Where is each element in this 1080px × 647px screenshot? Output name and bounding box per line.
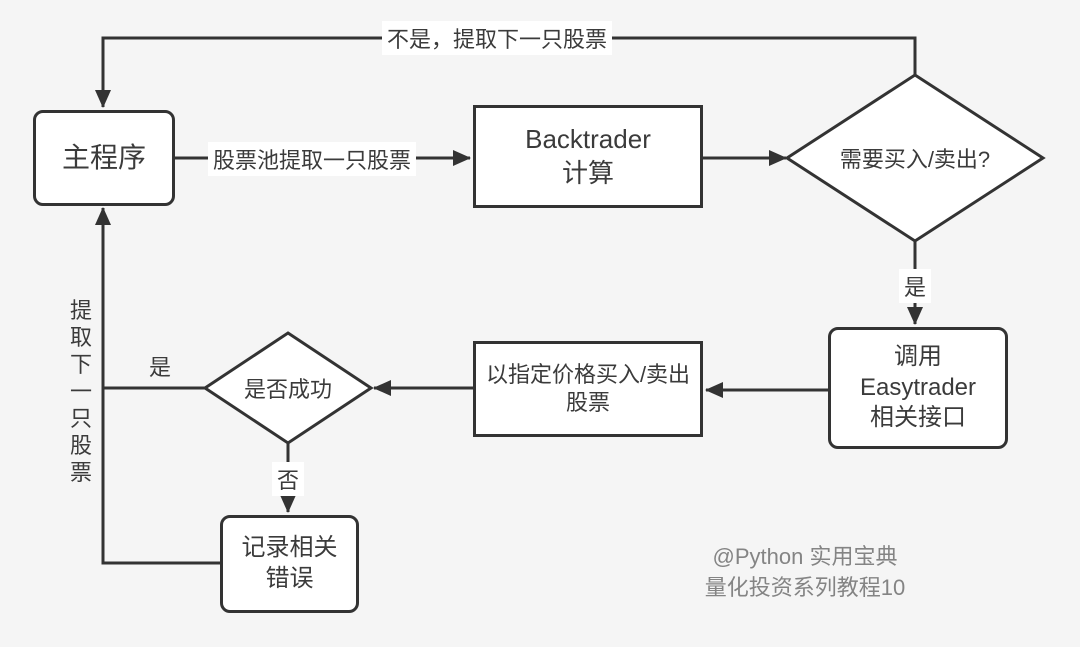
footer-credit-line1: @Python 实用宝典 (712, 544, 898, 569)
node-call-easytrader-line1: 调用 (894, 342, 942, 370)
edge-label-pick-stock: 股票池提取一只股票 (207, 142, 417, 176)
decision-is-success-shape (202, 331, 374, 445)
edge-label-loop-next-stock: 不是，提取下一只股票 (381, 21, 613, 55)
node-execute-trade-label: 以指定价格买入/卖出股票 (485, 361, 691, 415)
node-call-easytrader-line3: 相关接口 (870, 404, 966, 432)
node-call-easytrader: 调用 Easytrader 相关接口 (828, 327, 1008, 449)
decision-need-trade-label: 需要买入/卖出? (839, 147, 991, 172)
footer-credit: @Python 实用宝典 量化投资系列教程10 (660, 541, 950, 603)
connector-log-to-main (95, 207, 221, 565)
node-backtrader-line1: Backtrader (525, 124, 651, 155)
node-backtrader-line2: 计算 (561, 157, 614, 188)
node-call-easytrader-line2: Easytrader (859, 373, 977, 401)
node-main-program-label: 主程序 (61, 142, 146, 174)
footer-credit-line2: 量化投资系列教程10 (704, 575, 906, 600)
node-backtrader: Backtrader 计算 (473, 105, 703, 208)
node-main-program: 主程序 (33, 110, 175, 206)
node-log-error-label: 记录相关错误 (241, 534, 338, 592)
node-log-error: 记录相关错误 (220, 515, 359, 613)
edge-label-yes-easytrader: 是 (898, 269, 932, 303)
node-execute-trade: 以指定价格买入/卖出股票 (473, 341, 703, 437)
edge-label-no: 否 (271, 462, 305, 496)
decision-need-trade-shape (784, 73, 1046, 243)
edge-label-yes-main: 是 (148, 355, 172, 380)
decision-is-success-label: 是否成功 (243, 377, 333, 402)
edge-label-extract-next-vertical: 提取下一只股票 (67, 298, 92, 488)
